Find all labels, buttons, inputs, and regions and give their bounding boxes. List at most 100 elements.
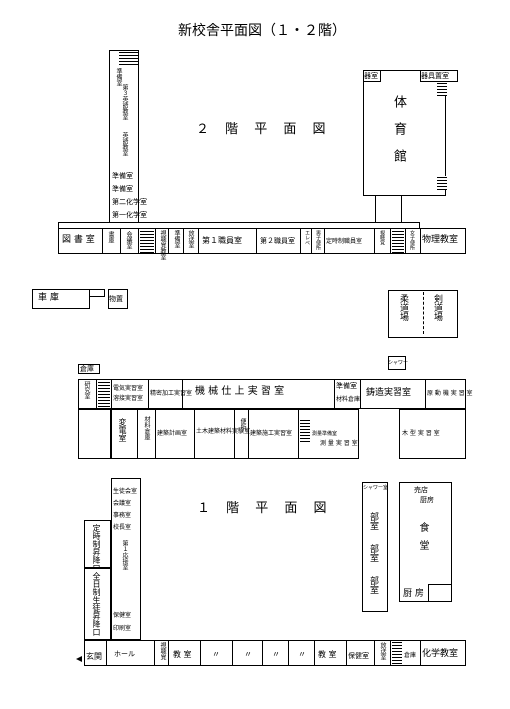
room-label: 化学教室 xyxy=(422,649,459,659)
stair-icon xyxy=(98,381,110,407)
storage xyxy=(108,289,128,309)
floor1-second-row xyxy=(111,409,359,459)
garage-label: 車 庫 xyxy=(38,293,59,303)
canteen-annex xyxy=(428,584,452,602)
room-label: 建築施工実習室 xyxy=(250,430,293,437)
stair-icon xyxy=(437,82,447,96)
room-label: 機 械 仕 上 実 習 室 xyxy=(195,386,285,397)
dojo-divider xyxy=(423,292,424,334)
room-label: 倉庫 xyxy=(80,365,94,373)
shower-box xyxy=(388,356,406,370)
gym-top-right xyxy=(420,70,458,82)
room-label: 原 動 機 実 習 室 xyxy=(427,390,473,397)
club-rooms xyxy=(362,482,388,612)
club-label: 部室 xyxy=(368,544,378,562)
floor1-left-wing xyxy=(111,478,141,640)
room-label: ホール xyxy=(114,650,135,658)
room-label: 変電室 xyxy=(118,418,127,442)
floor2-wing xyxy=(109,50,139,228)
room-label: 第一化学室 xyxy=(112,211,147,219)
floor1-bottom-row xyxy=(84,640,466,666)
room-label: シャワー xyxy=(388,360,409,366)
room-label: 準備室 xyxy=(336,382,357,390)
room-label: 便所 xyxy=(239,418,246,430)
room-label: 会議室 xyxy=(125,231,132,249)
gym-label: 体育館 xyxy=(391,95,406,176)
room-label: 教 室 xyxy=(173,650,192,659)
room-label: 準備室 xyxy=(173,230,180,248)
room-label: 保健室 xyxy=(113,612,132,619)
room-label: 厨房 xyxy=(420,496,434,504)
room-label: 木 型 実 習 室 xyxy=(402,430,440,437)
floor1-left-block xyxy=(78,409,111,459)
room-label: 生徒会室 xyxy=(113,488,138,495)
garage xyxy=(32,289,90,309)
floor1-top-row xyxy=(78,379,466,409)
room-label: 器室 xyxy=(364,72,378,80)
room-label: 〃 xyxy=(298,650,306,659)
gym-top-left xyxy=(363,70,381,82)
corridor xyxy=(401,196,402,224)
room-label: エレベ xyxy=(304,230,310,245)
stair-icon xyxy=(392,642,402,664)
room-label: 定時制昇降口 xyxy=(92,524,101,572)
room-label: 〃 xyxy=(212,650,220,659)
room-label: 視聴覚教室 xyxy=(159,230,166,260)
floor1-right-block xyxy=(399,409,466,459)
canteen-label: 食堂 xyxy=(417,522,428,558)
room-label: 建築計画室 xyxy=(157,430,188,437)
room-label: 測量準備室 xyxy=(312,431,338,437)
room-label: 事務室 xyxy=(113,512,132,519)
room-label: 放送室 xyxy=(379,642,386,660)
room-label: 書庫 xyxy=(107,231,114,243)
room-label: 校長室 xyxy=(113,524,132,531)
room-label: 溶接実習室 xyxy=(113,395,144,402)
room-label: 研究室 xyxy=(83,381,90,399)
room-label: 視聴覚 xyxy=(379,230,385,245)
stair-icon xyxy=(140,229,154,253)
room-label: 全日制生徒昇降口 xyxy=(92,572,101,636)
room-label: 倉庫 xyxy=(404,652,417,659)
room-label: シャワー室 xyxy=(363,485,389,491)
room-label: 準備室 xyxy=(112,185,133,193)
room-label: 定時制職員室 xyxy=(326,238,363,245)
room-label: 放送室 xyxy=(187,230,194,248)
room-label: 材料倉庫 xyxy=(336,396,361,403)
room-label: 準備室 xyxy=(112,172,133,180)
garage-annex xyxy=(90,289,105,297)
stair-icon xyxy=(392,229,404,253)
gym xyxy=(363,70,446,196)
club-label: 部室 xyxy=(368,576,378,594)
room-label: 玄関 xyxy=(86,652,102,661)
room-label: 売店 xyxy=(414,486,428,494)
room-label: 鋳造実習室 xyxy=(366,388,412,398)
room-label: 厨 房 xyxy=(403,589,424,599)
floor1-heading: １ 階 平 面 図 xyxy=(197,501,333,516)
room-label: 準備室 xyxy=(115,68,122,86)
canteen xyxy=(399,482,452,602)
room-label: 土木建築材料実験室 xyxy=(196,428,251,435)
floor2-heading: ２ 階 平 面 図 xyxy=(196,122,332,137)
dojo-right-label: 剣道場 xyxy=(432,294,442,321)
room-label: 物置 xyxy=(109,295,123,303)
corridor xyxy=(375,196,376,224)
floor2-corridor xyxy=(58,222,420,228)
room-label: 図 書 室 xyxy=(62,235,95,245)
room-label: 教 室 xyxy=(318,650,337,659)
room-label: 会議室 xyxy=(113,500,132,507)
room-label: 第二化学室 xyxy=(112,198,147,206)
room-label: 測 量 実 習 室 xyxy=(320,440,358,447)
room-label: 英語教室 xyxy=(121,132,128,156)
room-label: 〃 xyxy=(244,650,252,659)
page-title: 新校舎平面図（１・２階） xyxy=(178,23,346,39)
room-label: 第１職員室 xyxy=(202,236,242,245)
room-label: 器具置室 xyxy=(421,72,449,80)
room-label: 〃 xyxy=(272,650,280,659)
room-label: 材料倉庫 xyxy=(143,416,150,440)
room-label: 視聴覚 xyxy=(159,642,166,660)
room-label: 男子便所 xyxy=(315,230,321,250)
club-label: 部室 xyxy=(368,512,378,530)
room-label: 第２職員室 xyxy=(260,237,295,245)
stair-icon xyxy=(119,51,138,65)
room-label: 保健室 xyxy=(348,652,369,660)
